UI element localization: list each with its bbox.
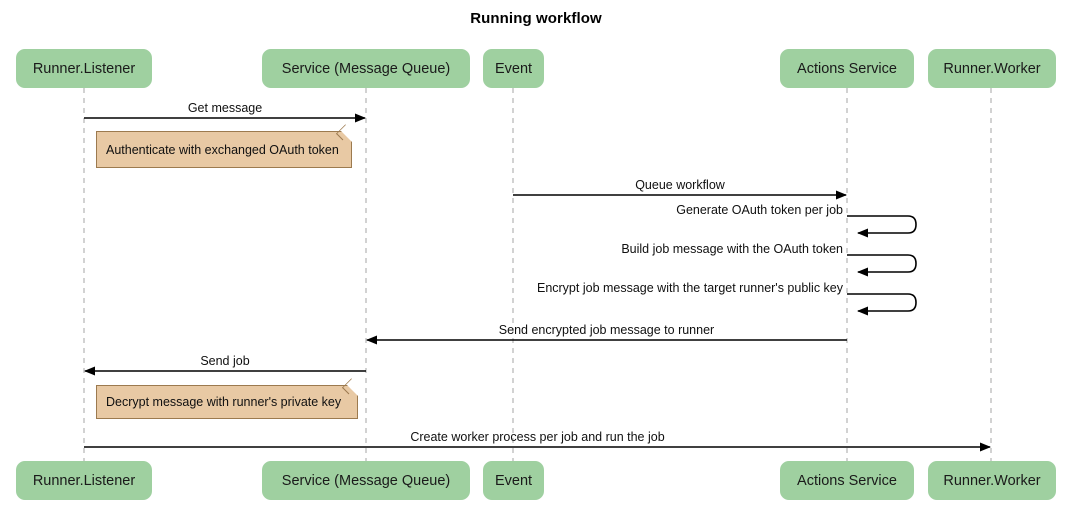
note-fold-corner-icon xyxy=(347,385,358,396)
participant-actions-service-top[interactable]: Actions Service xyxy=(780,49,914,88)
message-label-build-job-message: Build job message with the OAuth token xyxy=(621,242,843,256)
message-label-generate-oauth-token: Generate OAuth token per job xyxy=(676,203,843,217)
participant-label: Actions Service xyxy=(797,472,897,489)
participant-label: Event xyxy=(494,472,533,489)
message-encrypt-job-message xyxy=(847,293,917,316)
participant-event-bottom[interactable]: Event xyxy=(483,461,544,500)
lifelines-group xyxy=(83,88,992,461)
participant-runner-worker-bottom[interactable]: Runner.Worker xyxy=(928,461,1056,500)
note-authenticate: Authenticate with exchanged OAuth token xyxy=(96,124,352,168)
note-fold-corner-icon xyxy=(341,131,352,142)
note-decrypt: Decrypt message with runner's private ke… xyxy=(96,378,358,419)
message-generate-oauth-token xyxy=(847,215,917,238)
arrows-group xyxy=(84,113,991,452)
participant-label: Actions Service xyxy=(797,60,897,77)
participant-event-top[interactable]: Event xyxy=(483,49,544,88)
message-build-job-message xyxy=(847,254,917,277)
participant-service-message-queue-bottom[interactable]: Service (Message Queue) xyxy=(262,461,470,500)
participant-label: Runner.Worker xyxy=(943,60,1041,77)
participant-runner-listener-bottom[interactable]: Runner.Listener xyxy=(16,461,152,500)
participant-runner-listener-top[interactable]: Runner.Listener xyxy=(16,49,152,88)
participant-label: Service (Message Queue) xyxy=(281,472,451,489)
participant-label: Service (Message Queue) xyxy=(281,60,451,77)
note-text: Decrypt message with runner's private ke… xyxy=(106,395,342,409)
note-text: Authenticate with exchanged OAuth token xyxy=(106,142,339,157)
message-label-send-job: Send job xyxy=(200,354,250,368)
participant-label: Runner.Listener xyxy=(32,60,136,77)
page-title: Running workflow xyxy=(470,10,602,27)
participant-actions-service-bottom[interactable]: Actions Service xyxy=(780,461,914,500)
participant-label: Runner.Listener xyxy=(32,472,136,489)
message-label-encrypt-job-message: Encrypt job message with the target runn… xyxy=(536,281,843,295)
message-label-send-encrypted-job-message: Send encrypted job message to runner xyxy=(498,323,715,337)
message-label-queue-workflow: Queue workflow xyxy=(635,178,725,192)
message-label-create-worker-process: Create worker process per job and run th… xyxy=(410,430,665,444)
message-label-get-message: Get message xyxy=(187,101,263,115)
participant-service-message-queue-top[interactable]: Service (Message Queue) xyxy=(262,49,470,88)
participant-label: Event xyxy=(494,60,533,77)
participant-label: Runner.Worker xyxy=(943,472,1041,489)
participant-runner-worker-top[interactable]: Runner.Worker xyxy=(928,49,1056,88)
